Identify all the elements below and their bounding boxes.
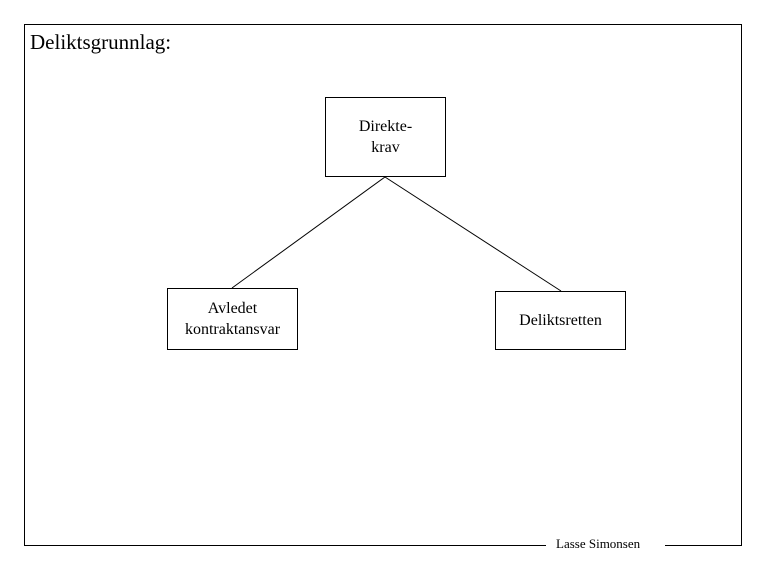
node-deliktsretten[interactable]: Deliktsretten <box>495 291 626 350</box>
page-title: Deliktsgrunnlag: <box>30 30 172 54</box>
node-deliktsretten-label: Deliktsretten <box>519 312 602 329</box>
node-direktekrav-label: Direkte- krav <box>358 118 413 156</box>
slide-border-bottom-left <box>24 545 546 546</box>
footer-author: Lasse Simonsen <box>551 535 646 553</box>
node-avledet-kontraktansvar-label: Avledet kontraktansvar <box>184 300 281 338</box>
node-direktekrav[interactable]: Direkte- krav <box>325 97 446 177</box>
slide-border-right <box>741 24 742 546</box>
edge-direktekrav-to-avledet <box>231 176 386 289</box>
slide-border-top <box>24 24 742 25</box>
edge-direktekrav-to-deliktsretten <box>384 176 562 292</box>
slide-border-bottom-right <box>665 545 742 546</box>
slide-border-left <box>24 24 25 546</box>
node-avledet-kontraktansvar[interactable]: Avledet kontraktansvar <box>167 288 298 350</box>
